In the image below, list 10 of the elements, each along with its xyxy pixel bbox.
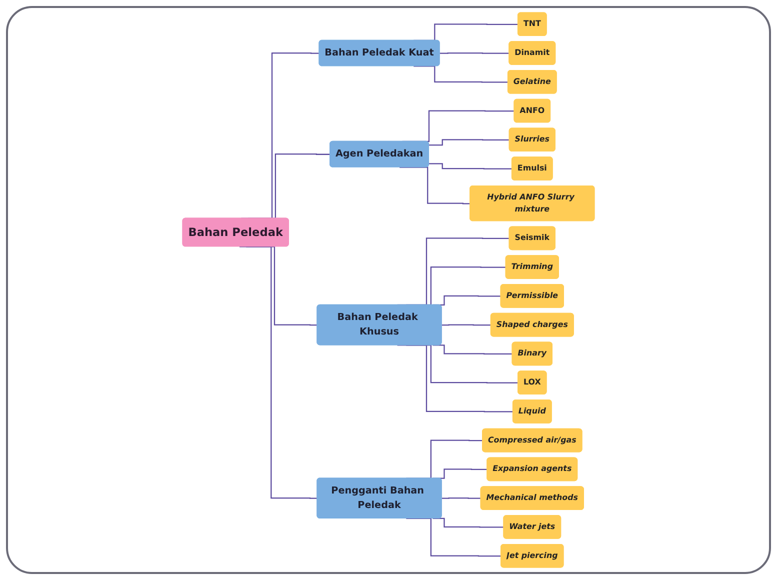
connector [397, 344, 514, 412]
connector [442, 498, 481, 499]
connector [442, 324, 491, 326]
connector [400, 166, 470, 204]
connector [432, 344, 512, 355]
connector [440, 52, 510, 54]
connector [414, 66, 508, 83]
connector [239, 246, 318, 499]
connector [429, 163, 512, 170]
connector [429, 139, 510, 146]
